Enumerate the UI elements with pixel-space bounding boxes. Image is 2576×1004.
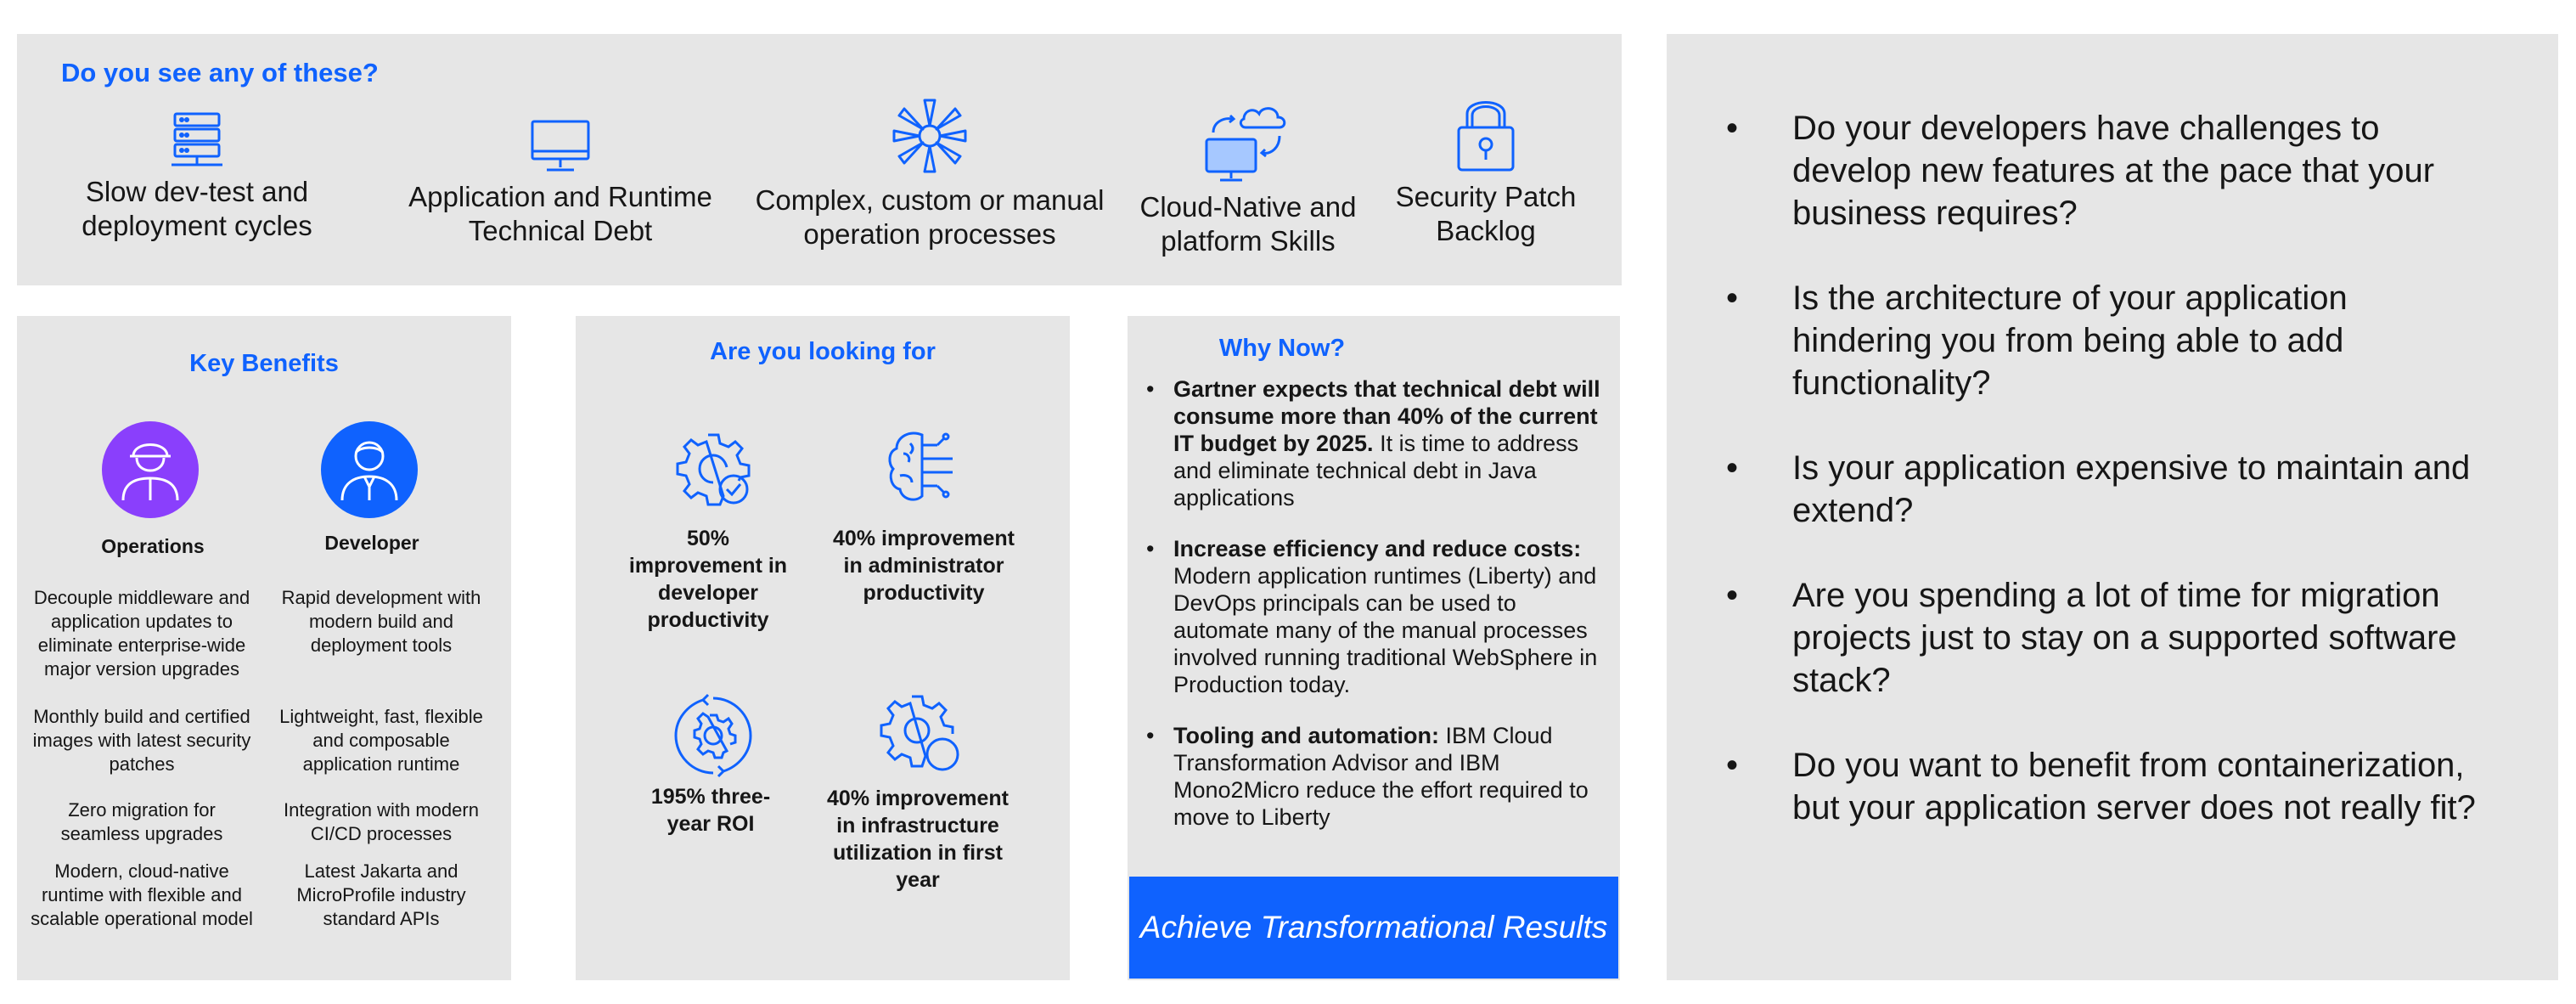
question-item: Do you want to benefit from containeriza… (1726, 744, 2490, 829)
operations-benefit: Monthly build and certified images with … (32, 706, 251, 775)
gear-cycle-icon (671, 693, 756, 782)
why-now-title: Why Now? (1218, 335, 1346, 362)
issue-label: Complex, custom or manual operation proc… (755, 184, 1105, 250)
server-icon (44, 112, 350, 168)
issue-technical-debt: Application and Runtime Technical Debt (374, 119, 747, 248)
brain-icon (885, 428, 956, 509)
developer-benefit: Latest Jakarta and MicroProfile industry… (296, 860, 466, 929)
looking-for-title: Are you looking for (710, 338, 936, 365)
developer-benefit: Rapid development with modern build and … (281, 587, 481, 656)
issue-label: Security Patch Backlog (1395, 181, 1577, 246)
issue-label: Slow dev-test and deployment cycles (82, 176, 312, 241)
gear-circle-icon (878, 693, 963, 779)
questions-list: Do your developers have challenges to de… (1726, 107, 2490, 871)
stat-three-year-roi: 195% three-year ROI (650, 785, 771, 836)
why-now-list: Gartner expects that technical debt will… (1141, 375, 1612, 855)
operations-label: Operations (101, 535, 205, 557)
issue-label: Application and Runtime Technical Debt (408, 181, 712, 246)
achieve-results-banner: Achieve Transformational Results (1129, 877, 1618, 979)
developer-benefit: Lightweight, fast, flexible and composab… (279, 706, 483, 775)
stat-admin-productivity: 40% improvement in administrator product… (833, 527, 1015, 605)
list-item: Increase efficiency and reduce costs: Mo… (1141, 535, 1612, 698)
developer-avatar (321, 421, 418, 518)
operations-benefit: Decouple middleware and application upda… (33, 587, 250, 680)
gear-check-icon (674, 430, 752, 512)
stat-infrastructure-utilization: 40% improvement in infrastructure utiliz… (827, 787, 1009, 892)
top-issues-title: Do you see any of these? (61, 58, 379, 87)
developer-benefit: Integration with modern CI/CD processes (284, 799, 479, 844)
monitor-icon (374, 119, 747, 173)
operations-benefit: Modern, cloud-native runtime with flexib… (31, 860, 253, 929)
operations-benefit: Zero migration for seamless upgrades (60, 799, 223, 844)
top-issues-panel: Do you see any of these? Slow dev-test a… (17, 34, 1622, 285)
list-item: Tooling and automation: IBM Cloud Transf… (1141, 722, 1612, 831)
question-item: Is your application expensive to maintai… (1726, 447, 2490, 532)
why-now-panel: Why Now? Gartner expects that technical … (1128, 316, 1620, 980)
issue-complex-processes: Complex, custom or manual operation proc… (730, 95, 1129, 251)
cloud-computer-icon (1112, 95, 1384, 183)
developer-person-icon (337, 434, 402, 506)
operations-avatar (102, 421, 199, 518)
question-item: Are you spending a lot of time for migra… (1726, 574, 2490, 702)
question-item: Is the architecture of your application … (1726, 277, 2490, 404)
operations-worker-icon (118, 434, 183, 506)
collaboration-hands-icon (730, 95, 1129, 177)
issue-label: Cloud-Native and platform Skills (1139, 191, 1357, 257)
questions-panel: Do your developers have challenges to de… (1667, 34, 2558, 980)
issue-security-patch: Security Patch Backlog (1375, 92, 1596, 248)
key-benefits-panel: Key Benefits Operations Developer Decoup… (17, 316, 511, 980)
looking-for-panel: Are you looking for (576, 316, 1070, 980)
question-item: Do your developers have challenges to de… (1726, 107, 2490, 234)
padlock-icon (1375, 92, 1596, 173)
key-benefits-title: Key Benefits (189, 350, 339, 377)
developer-label: Developer (324, 532, 419, 554)
list-item: Gartner expects that technical debt will… (1141, 375, 1612, 511)
issue-cloud-skills: Cloud-Native and platform Skills (1112, 95, 1384, 258)
issue-slow-cycles: Slow dev-test and deployment cycles (44, 112, 350, 243)
stat-developer-productivity: 50% improvement in developer productivit… (628, 527, 788, 632)
